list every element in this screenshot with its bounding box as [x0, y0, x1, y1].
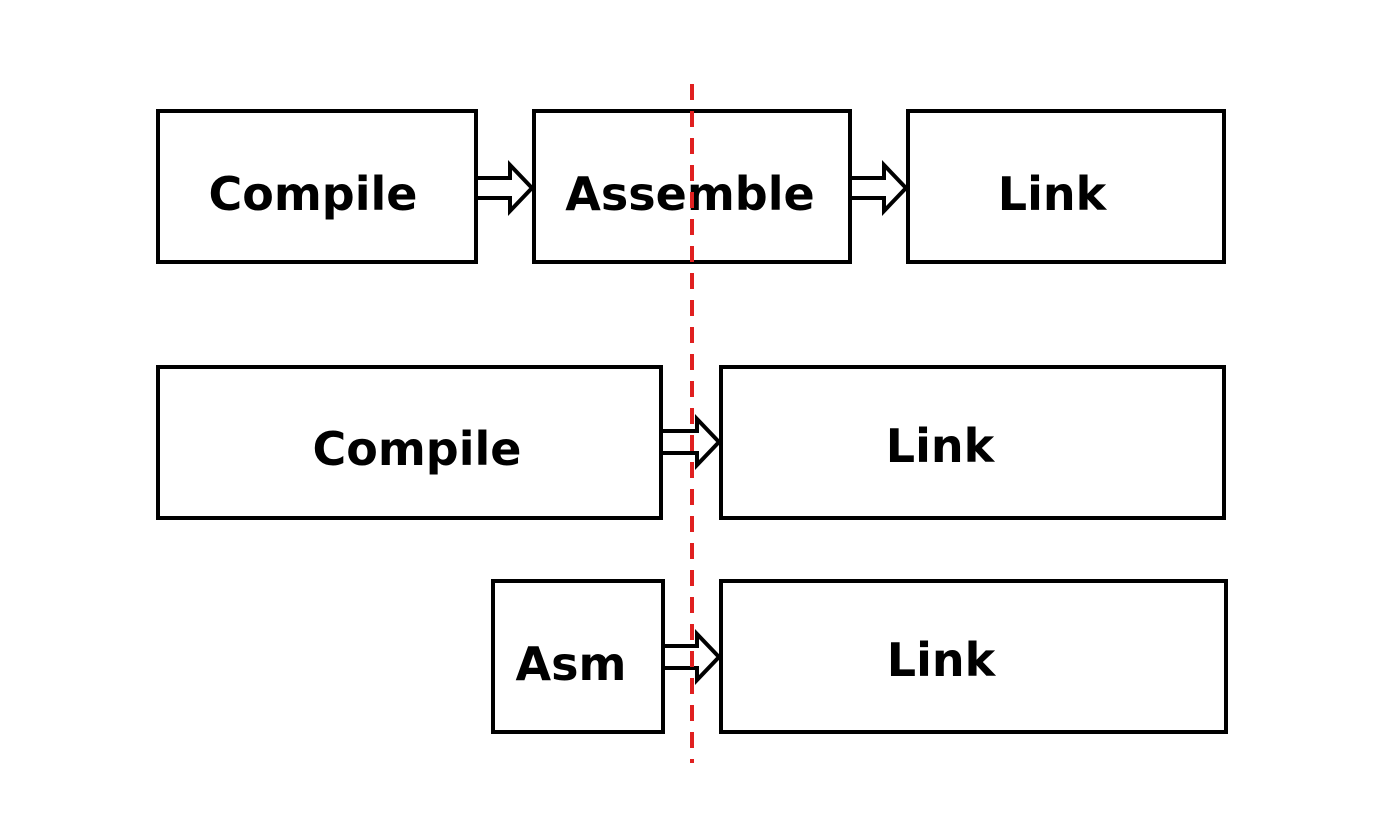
row1-assemble-box: Assemble	[532, 109, 852, 264]
row2-link-label: Link	[886, 419, 996, 473]
row2-compile-label: Compile	[313, 422, 522, 476]
row1-link-label: Link	[998, 167, 1108, 221]
row3-link-box: Link	[719, 579, 1228, 734]
row1-arrow-icon-1	[474, 160, 535, 216]
row2-link-box: Link	[719, 365, 1226, 520]
row1-arrow-icon-2	[848, 160, 909, 216]
row3-asm-label: Asm	[516, 637, 627, 691]
row1-compile-label: Compile	[209, 167, 418, 221]
row3-link-label: Link	[887, 633, 997, 687]
row2-compile-box: Compile	[156, 365, 663, 520]
row1-compile-box: Compile	[156, 109, 478, 264]
row1-link-box: Link	[906, 109, 1226, 264]
row3-asm-box: Asm	[491, 579, 665, 734]
